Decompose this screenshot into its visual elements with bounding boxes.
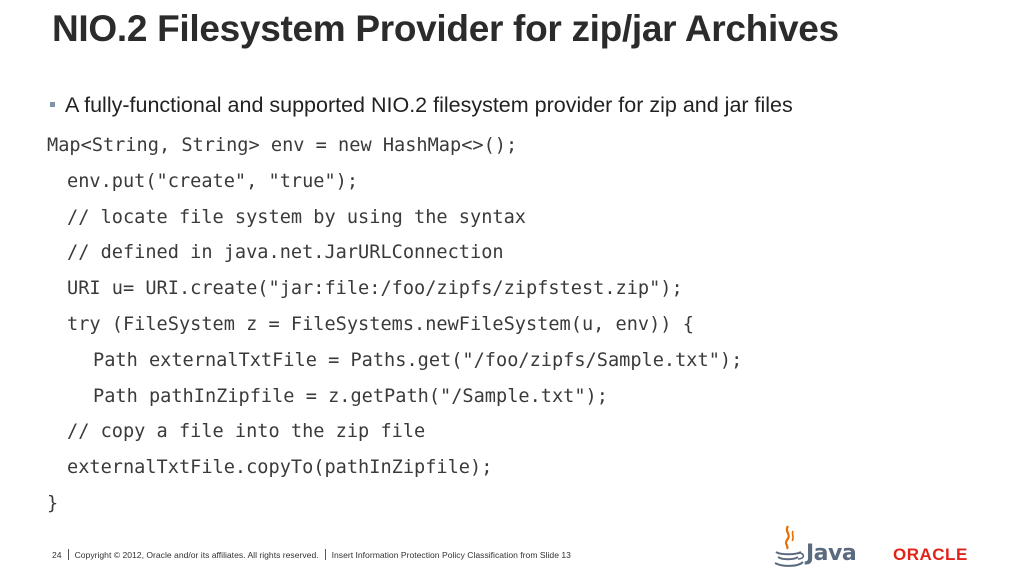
- bullet-item: A fully-functional and supported NIO.2 f…: [50, 93, 793, 118]
- code-line: // defined in java.net.JarURLConnection: [67, 242, 504, 264]
- slide-footer: 24 Copyright © 2012, Oracle and/or its af…: [52, 549, 571, 560]
- code-line: try (FileSystem z = FileSystems.newFileS…: [67, 313, 694, 335]
- code-line: // locate file system by using the synta…: [67, 206, 526, 228]
- bullet-text: A fully-functional and supported NIO.2 f…: [65, 93, 793, 117]
- slide-title: NIO.2 Filesystem Provider for zip/jar Ar…: [52, 8, 839, 49]
- java-coffee-cup-icon: [774, 525, 805, 567]
- page-number: 24: [52, 550, 62, 560]
- code-line: // copy a file into the zip file: [67, 421, 426, 443]
- code-line: }: [47, 492, 59, 514]
- code-line: Path externalTxtFile = Paths.get("/foo/z…: [93, 349, 743, 371]
- bullet-square-icon: [50, 102, 55, 107]
- java-logo-text: Java: [806, 541, 857, 566]
- copyright-text: Copyright © 2012, Oracle and/or its affi…: [74, 550, 319, 560]
- code-line: env.put("create", "true");: [67, 170, 359, 192]
- code-line: externalTxtFile.copyTo(pathInZipfile);: [67, 457, 493, 479]
- code-line: URI u= URI.create("jar:file:/foo/zipfs/z…: [67, 278, 683, 300]
- footer-divider: [324, 549, 326, 560]
- footer-divider: [67, 549, 69, 560]
- classification-text: Insert Information Protection Policy Cla…: [331, 550, 571, 560]
- oracle-logo: ORACLE: [893, 545, 968, 564]
- code-line: Map<String, String> env = new HashMap<>(…: [47, 135, 518, 156]
- code-line: Path pathInZipfile = z.getPath("/Sample.…: [93, 385, 608, 407]
- code-block: Map<String, String> env = new HashMap<>(…: [47, 128, 742, 522]
